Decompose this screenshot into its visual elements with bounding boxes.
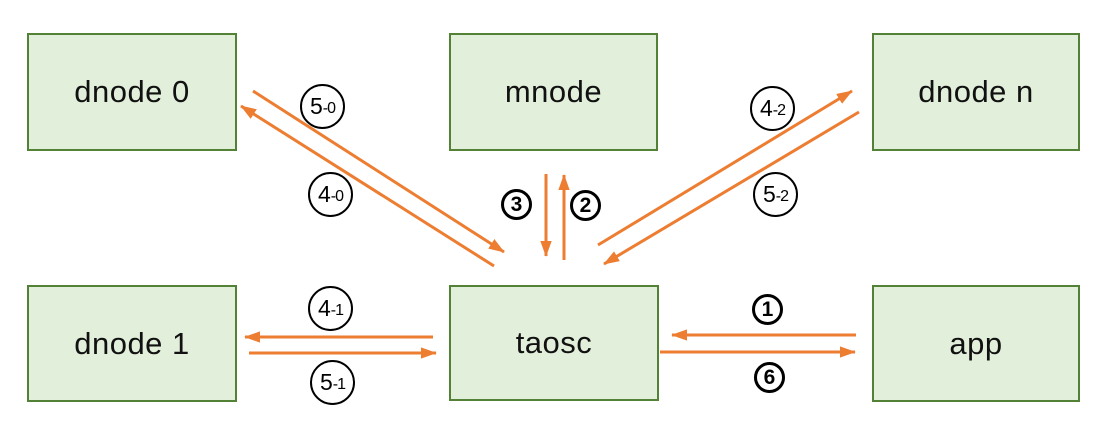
badge-step-3: 3 xyxy=(501,189,532,220)
node-dnode0-label: dnode 0 xyxy=(74,74,190,109)
badge-step-2: 2 xyxy=(570,190,601,221)
node-dnode0: dnode 0 xyxy=(27,33,237,151)
node-dnode1: dnode 1 xyxy=(27,285,237,402)
badge-step-5-1: 5-1 xyxy=(310,360,355,405)
badge-step-5-2: 5-2 xyxy=(753,172,798,217)
badge-step-3-text: 3 xyxy=(510,193,523,216)
badge-step-4-2: 4-2 xyxy=(750,86,795,131)
node-dnoden: dnode n xyxy=(872,33,1080,151)
badge-step-4-1: 4-1 xyxy=(308,286,353,331)
badge-step-6: 6 xyxy=(754,362,785,393)
badge-step-2-text: 2 xyxy=(579,194,592,217)
node-mnode-label: mnode xyxy=(504,74,603,109)
badge-step-5-1-text: 5 xyxy=(319,369,333,395)
badge-step-4-1-text: 4 xyxy=(317,295,331,321)
node-taosc: taosc xyxy=(449,285,659,401)
badge-step-5-0-text: 5 xyxy=(309,93,323,119)
node-dnode1-label: dnode 1 xyxy=(74,325,190,361)
badge-step-1-text: 1 xyxy=(761,298,774,321)
badge-step-6-text: 6 xyxy=(763,366,776,389)
badge-step-5-2-text: 5 xyxy=(762,181,776,207)
badge-step-5-0: 5-0 xyxy=(300,84,345,129)
badge-step-4-0: 4-0 xyxy=(308,172,353,217)
badge-step-4-2-text: 4 xyxy=(759,95,773,121)
node-mnode: mnode xyxy=(449,33,658,151)
badge-step-1: 1 xyxy=(752,294,783,325)
badge-step-4-0-text: 4 xyxy=(317,181,331,207)
node-app-label: app xyxy=(949,325,1003,361)
node-dnoden-label: dnode n xyxy=(918,74,1034,109)
node-taosc-label: taosc xyxy=(515,325,593,360)
node-app: app xyxy=(872,285,1080,402)
